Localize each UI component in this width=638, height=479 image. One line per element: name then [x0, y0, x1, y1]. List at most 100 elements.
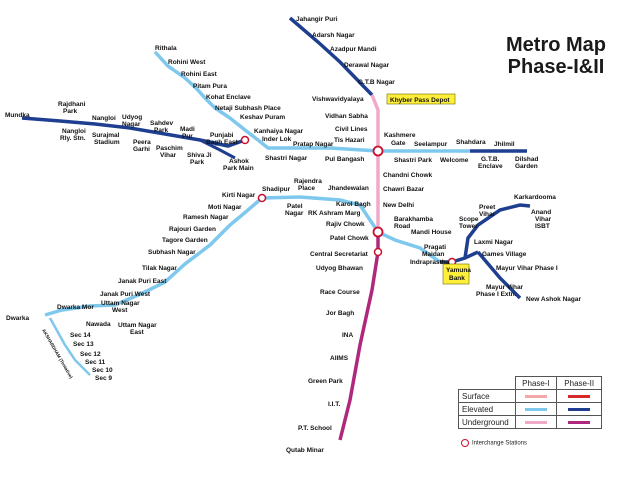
label-mayur-extn-1: Mayur Vihar [486, 284, 524, 291]
label-jor-bagh: Jor Bagh [326, 310, 354, 317]
interchange-kashmere-gate [372, 145, 384, 157]
label-sahdev-1: Sahdev [150, 120, 174, 127]
label-ina: INA [342, 332, 354, 339]
label-vidhan-sabha: Vidhan Sabha [325, 113, 368, 120]
label-kashmere-1: Kashmere [384, 132, 416, 139]
label-anand-2: Vihar [535, 216, 552, 223]
label-barakhamba-1: Barakhamba [394, 216, 433, 223]
line-green-ashok [199, 138, 236, 160]
label-mayur-1: Mayur Vihar Phase I [496, 265, 558, 272]
line-blue-mayur [476, 250, 522, 300]
label-sec9: Sec 9 [95, 375, 112, 382]
interchange-markers [240, 135, 457, 267]
khyber-pass-box [386, 93, 456, 105]
label-azadpur-mandi: Azadpur Mandi [330, 46, 377, 53]
label-nangloi-rly-2: Rly. Stn. [60, 135, 86, 142]
label-udyog-bhawan: Udyog Bhawan [316, 265, 363, 272]
label-tagore: Tagore Garden [162, 237, 208, 244]
label-pt-school: P.T. School [298, 425, 332, 432]
label-tis-hazari: Tis Hazari [334, 137, 365, 144]
interchange-kirti-nagar [257, 193, 267, 203]
line-red-phase1-west [154, 51, 380, 153]
legend: Phase-I Phase-II Surface Elevated Underg… [458, 376, 602, 450]
label-nangloi: Nangloi [92, 115, 116, 122]
label-barakhamba-2: Road [394, 223, 410, 230]
label-surajmal-2: Stadium [94, 139, 120, 146]
label-dwarka-mor: Dwarka Mor [57, 304, 94, 311]
label-madi-2: Pur [182, 133, 193, 140]
label-tilak: Tilak Nagar [142, 265, 177, 272]
label-scope-2: Tower [459, 223, 478, 230]
label-gtb-nagar: G.T.B Nagar [358, 79, 395, 86]
label-surajmal-1: Surajmal [92, 132, 120, 139]
label-indraprastha: Indraprastha [410, 259, 450, 266]
label-rajdhani-2: Park [63, 108, 77, 115]
label-iit: I.I.T. [328, 401, 340, 408]
label-qutab-minar: Qutab Minar [286, 447, 324, 454]
label-uttam-west-1: Uttam Nagar [101, 300, 140, 307]
label-uttam-east-2: East [130, 329, 145, 336]
label-mandi-house: Mandi House [411, 229, 452, 236]
interchange-central-secretariat [373, 247, 383, 257]
label-shastri-park: Shastri Park [394, 157, 432, 164]
label-green-park: Green Park [308, 378, 343, 385]
label-shahdara: Shahdara [456, 139, 486, 146]
label-sec10: Sec 10 [92, 367, 113, 374]
line-blue-anand [463, 203, 531, 259]
label-pratap: Pratap Nagar [293, 141, 334, 148]
label-rohini-east: Rohini East [181, 71, 218, 78]
line-blue-phase2-east [440, 250, 479, 264]
label-race-course: Race Course [320, 289, 360, 296]
label-uttam-east-1: Uttam Nagar [118, 322, 157, 329]
label-scope-1: Scope [459, 216, 479, 223]
label-punjabi-2: Bagh East [206, 139, 239, 146]
label-anand-1: Anand [531, 209, 551, 216]
map-title: Metro Map Phase-I&II [506, 34, 606, 78]
label-gtbe-1: G.T.B. [481, 156, 500, 163]
label-dilshad-1: Dilshad [515, 156, 539, 163]
label-keshav: Keshav Puram [240, 114, 285, 121]
label-nawada: Nawada [86, 321, 111, 328]
label-udyog-nagar-2: Nagar [122, 121, 141, 128]
line-yellow-phase2-north [288, 16, 374, 97]
label-khyber-pass: Khyber Pass Depot [390, 97, 450, 104]
label-sec11: Sec 11 [85, 359, 106, 366]
label-netaji: Netaji Subhash Place [215, 105, 281, 112]
yamuna-bank-box [442, 263, 470, 285]
legend-header-phase2: Phase-II [556, 376, 602, 390]
label-rk-ashram: RK Ashram Marg [308, 210, 361, 217]
legend-label-surface: Surface [458, 389, 516, 403]
label-rajouri: Rajouri Garden [169, 226, 216, 233]
label-madi-1: Madi [180, 126, 195, 133]
label-akshardham: AKSHARDHAM (Tentative) [41, 328, 74, 380]
label-derawal-nagar: Derawal Nagar [344, 62, 390, 69]
map-title-line2: Phase-I&II [507, 56, 605, 78]
label-peera-2: Garhi [133, 146, 150, 153]
label-civil-lines: Civil Lines [335, 126, 368, 133]
legend-swatch-underground-p2 [568, 420, 591, 424]
label-punjabi-1: Punjabi [210, 132, 234, 139]
label-kanhaiya: Kanhaiya Nagar [254, 128, 304, 135]
label-patel-nagar-1: Patel [287, 203, 303, 210]
label-preet-2: Vihar [479, 211, 496, 218]
label-ashok-1: Ashok [229, 158, 249, 165]
label-patel-chowk: Patel Chowk [330, 235, 369, 242]
legend-header-phase1: Phase-I [514, 376, 558, 390]
legend-label-elevated: Elevated [458, 402, 516, 416]
legend-interchange: Interchange Stations [461, 439, 527, 447]
label-ramesh-nagar: Ramesh Nagar [183, 214, 229, 221]
interchange-icon [461, 439, 469, 447]
map-title-line1: Metro Map [506, 34, 606, 56]
label-games-village: Games Village [482, 251, 527, 258]
label-new-delhi: New Delhi [383, 202, 414, 209]
label-janak-east: Janak Puri East [118, 278, 167, 285]
label-laxmi: Laxmi Nagar [474, 239, 513, 246]
label-shivaji-2: Park [190, 159, 204, 166]
label-pragati-1: Pragati [424, 244, 446, 251]
label-moti-nagar: Moti Nagar [208, 204, 242, 211]
label-udyog-nagar-1: Udyog [122, 114, 142, 121]
label-welcome: Welcome [440, 157, 469, 164]
line-red [154, 51, 527, 153]
